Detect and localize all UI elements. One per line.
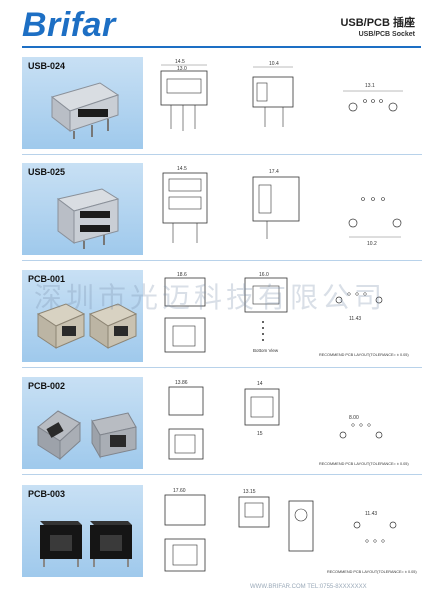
usb-024-photo (50, 82, 120, 139)
product-row-usb-025: USB-025 14.5 17.4 10.2 (22, 163, 422, 261)
usb-025-drawings: 14.5 17.4 10.2 (162, 166, 402, 247)
dim-label: 13.86 (175, 380, 188, 386)
product-photo-panel: PCB-002 (22, 377, 143, 469)
dim-label: 11.43 (349, 316, 361, 322)
pcb-002-photo (37, 410, 137, 461)
footer-text: WWW.BRIFAR.COM TEL:0755-8XXXXXXX (250, 584, 367, 590)
title-en: USB/PCB Socket (358, 31, 415, 38)
dim-label: 17.60 (173, 488, 186, 494)
bottom-view-label: Bottom View (253, 348, 279, 353)
pcb-002-drawings: 13.86 14 15 8.00 RECOMMEND PCB LAYOUT(TO… (168, 380, 409, 466)
product-photo-panel: PCB-001 (22, 270, 143, 362)
pcb-001-drawings: 18.6 16.0 Bottom View 11.43 RECOMMEND PC… (164, 272, 409, 357)
usb-024-drawings: 14.5 13.0 10.4 13.1 (160, 59, 403, 131)
product-row-pcb-002: PCB-002 13.86 14 15 8.00 RECOMMEND PCB L… (22, 377, 422, 475)
pcb-layout-note: RECOMMEND PCB LAYOUT(TOLERANCE= ± 0.05) (327, 570, 417, 574)
product-code: USB-024 (28, 61, 66, 71)
product-code: PCB-002 (28, 381, 66, 391)
product-row-usb-024: USB-024 14.5 13.0 10.4 13.1 (22, 57, 422, 155)
product-row-pcb-003: PCB-003 17.60 13.15 11.43 RECOMMEND PC (22, 485, 422, 581)
dim-label: 10.2 (367, 241, 377, 247)
pcb-001-photo (36, 303, 138, 349)
pcb-003-drawings: 17.60 13.15 11.43 RECOMMEND PCB LAYOUT(T… (164, 488, 417, 574)
pcb-layout-note: RECOMMEND PCB LAYOUT(TOLERANCE= ± 0.05) (319, 462, 409, 466)
header-title: USB/PCB 插座 USB/PCB Socket (340, 14, 415, 38)
brand-logo: Brifar (22, 6, 116, 44)
dim-label: 8.00 (349, 415, 359, 421)
dim-label: 13.0 (177, 66, 187, 72)
product-code: PCB-003 (28, 489, 66, 499)
usb-025-photo (56, 188, 120, 249)
title-cn: USB/PCB 插座 (340, 17, 415, 29)
dim-label: 16.0 (259, 272, 269, 278)
row-divider (22, 474, 422, 475)
dim-label: 17.4 (269, 169, 279, 175)
row-divider (22, 154, 422, 155)
product-code: USB-025 (28, 167, 66, 177)
row-divider (22, 260, 422, 261)
pcb-layout-note: RECOMMEND PCB LAYOUT(TOLERANCE= ± 0.05) (319, 353, 409, 357)
product-code: PCB-001 (28, 274, 66, 284)
product-photo-panel: USB-024 (22, 57, 143, 149)
row-divider (22, 367, 422, 368)
dim-label: 14.5 (177, 166, 187, 172)
dim-label: 18.6 (177, 272, 187, 278)
product-photo-panel: PCB-003 (22, 485, 143, 577)
dim-label: 10.4 (269, 61, 279, 67)
dim-label: 11.43 (365, 511, 377, 517)
dim-label: 13.15 (243, 489, 256, 495)
dim-label: 15 (257, 431, 263, 437)
pcb-003-photo (40, 521, 132, 567)
product-row-pcb-001: PCB-001 18.6 16.0 Bottom View 11.43 RE (22, 270, 422, 368)
dim-label: 14 (257, 381, 263, 387)
page-header: Brifar USB/PCB 插座 USB/PCB Socket (0, 0, 429, 50)
header-divider (22, 46, 421, 48)
product-photo-panel: USB-025 (22, 163, 143, 255)
dim-label: 13.1 (365, 83, 375, 89)
dim-label: 14.5 (175, 59, 185, 65)
